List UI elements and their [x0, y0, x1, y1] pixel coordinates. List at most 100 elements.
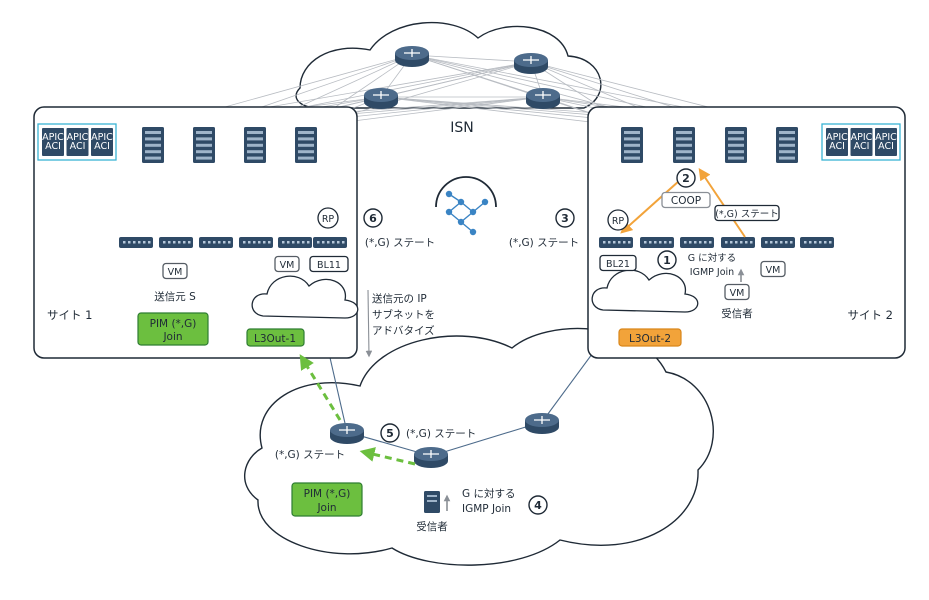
step-number: 2: [682, 172, 690, 185]
site1-l3out-box: [246, 328, 305, 347]
isn-link: [411, 54, 544, 98]
leaf-port: [829, 241, 832, 244]
step-number: 6: [369, 212, 377, 225]
apic-label: APIC: [67, 132, 89, 143]
spine-slot: [779, 131, 795, 134]
spine-slot: [145, 131, 161, 134]
isn-label: ISN: [450, 120, 474, 136]
site1-rp-label: RP: [322, 214, 335, 225]
leaf-port: [228, 241, 231, 244]
leaf-port: [183, 241, 186, 244]
spine-slot: [247, 156, 263, 160]
spine-slot: [728, 156, 744, 160]
spine-switch-icon: [776, 127, 798, 163]
orchestrator-edge: [448, 201, 462, 213]
orchestrator-edge: [448, 193, 462, 203]
site2-vm-label-box: [760, 260, 786, 278]
orchestrator-edge: [460, 201, 474, 213]
apic-unit: [91, 128, 113, 156]
spine-slot: [145, 137, 161, 141]
spine-switch-icon: [725, 127, 747, 163]
leaf-switch-icon: [680, 237, 714, 248]
isn-router-icon: [395, 46, 429, 67]
leaf-port: [608, 241, 611, 244]
site1-vm-label-box: [274, 255, 300, 273]
apic-sub-label: ACI: [878, 141, 894, 152]
spine-slot: [145, 150, 161, 154]
leaf-port: [253, 241, 256, 244]
isn-link: [380, 61, 532, 98]
router-arrows: [535, 91, 551, 99]
apic-label: APIC: [826, 132, 848, 143]
leaf-switch-icon: [278, 237, 312, 248]
apic-label: APIC: [851, 132, 873, 143]
leaf-port: [669, 241, 672, 244]
leaf-port: [218, 241, 221, 244]
external-receiver-label: 受信者: [416, 521, 448, 533]
leaf-switch-icon: [640, 237, 674, 248]
site2-vm-label-box: [724, 283, 750, 301]
spine-slot: [779, 143, 795, 147]
host-slot: [427, 500, 437, 502]
spine-slot: [728, 131, 744, 134]
router-arrows: [423, 450, 439, 458]
apic-sub-label: ACI: [70, 141, 86, 152]
site2-vm-label: VM: [730, 288, 745, 299]
leaf-port: [128, 241, 131, 244]
leaf-port: [628, 241, 631, 244]
leaf-port: [178, 241, 181, 244]
spine-slot: [676, 131, 692, 134]
leaf-switch-icon: [761, 237, 795, 248]
leaf-port: [618, 241, 621, 244]
leaf-body: [761, 237, 795, 248]
apic-sub-label: ACI: [45, 141, 61, 152]
leaf-port: [243, 241, 246, 244]
leaf-port: [709, 241, 712, 244]
site1-pim-label: PIM (*,G): [150, 318, 197, 330]
orchestrator-edge: [460, 221, 474, 233]
apic-label: APIC: [875, 132, 897, 143]
leaf-body: [680, 237, 714, 248]
leaf-port: [203, 241, 206, 244]
router-arrows: [534, 416, 550, 424]
leaf-body: [800, 237, 834, 248]
spine-slot: [247, 143, 263, 147]
apic-unit: [826, 128, 848, 156]
leaf-port: [133, 241, 136, 244]
site2-state-label-box: [714, 204, 780, 222]
leaf-body: [159, 237, 193, 248]
leaf-port: [750, 241, 753, 244]
site2-bl-label: BL21: [606, 259, 630, 270]
leaf-port: [258, 241, 261, 244]
multi-site-orchestrator-icon: [435, 176, 497, 236]
leaf-port: [297, 241, 300, 244]
spine-slot: [624, 156, 640, 160]
leaf-body: [599, 237, 633, 248]
leaf-port: [689, 241, 692, 244]
advertise-label: サブネットを: [372, 308, 435, 321]
spine-switch-icon: [295, 127, 317, 163]
coop-arrow: [698, 168, 746, 238]
site2-l3out-box: [618, 328, 682, 347]
leaf-port: [770, 241, 773, 244]
leaf-port: [138, 241, 141, 244]
spine-slot: [196, 137, 212, 141]
leaf-switch-icon: [599, 237, 633, 248]
spine-slot: [298, 131, 314, 134]
step-circle: [657, 250, 677, 270]
isn-router-icon: [364, 88, 398, 109]
spine-slot: [145, 143, 161, 147]
leaf-switch-icon: [119, 237, 153, 248]
step-circle: [555, 208, 575, 228]
external-state-label: (*,G) ステート: [406, 428, 476, 440]
leaf-port: [248, 241, 251, 244]
leaf-port: [148, 241, 151, 244]
leaf-body: [119, 237, 153, 248]
leaf-port: [307, 241, 310, 244]
site2-join-label: IGMP Join: [690, 267, 734, 278]
leaf-port: [623, 241, 626, 244]
site2-join-label: G に対する: [688, 252, 736, 264]
leaf-port: [173, 241, 176, 244]
leaf-switch-icon: [800, 237, 834, 248]
